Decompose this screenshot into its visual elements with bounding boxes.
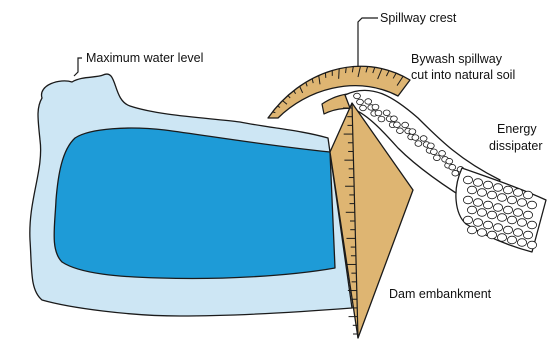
pebble xyxy=(503,186,512,194)
pebble xyxy=(477,209,486,217)
pebble xyxy=(397,128,404,134)
pebble xyxy=(427,143,434,149)
pebble xyxy=(446,158,453,164)
label-max-water-level: Maximum water level xyxy=(86,51,203,65)
pebble xyxy=(354,93,361,99)
pebble xyxy=(463,216,472,224)
spillway-crest-leader xyxy=(358,18,378,66)
pebble xyxy=(473,219,482,227)
label-bywash-line1: Bywash spillway xyxy=(411,52,503,66)
pebble xyxy=(412,135,419,141)
pebble xyxy=(372,104,379,110)
pebble xyxy=(365,99,372,105)
pebble xyxy=(507,196,516,204)
pebble xyxy=(493,204,502,212)
pebble xyxy=(517,219,526,227)
pebble xyxy=(513,189,522,197)
pebble xyxy=(360,105,367,111)
pebble xyxy=(483,221,492,229)
pebble xyxy=(463,196,472,204)
pebble xyxy=(513,209,522,217)
pebble xyxy=(430,149,437,155)
pebble xyxy=(467,186,476,194)
pebble xyxy=(487,231,496,239)
reservoir-water xyxy=(54,128,335,278)
pebble xyxy=(449,164,456,170)
pebble xyxy=(503,206,512,214)
pebble xyxy=(477,189,486,197)
pebble xyxy=(507,236,516,244)
pebble xyxy=(527,241,536,249)
crest-tick xyxy=(339,69,340,79)
pebble xyxy=(467,206,476,214)
label-energy-line2: dissipater xyxy=(489,139,543,153)
pebble xyxy=(523,211,532,219)
pebble xyxy=(517,239,526,247)
pebble xyxy=(420,136,427,142)
pebble xyxy=(497,214,506,222)
pebble xyxy=(493,184,502,192)
pebble xyxy=(415,141,422,147)
pebble xyxy=(378,116,385,122)
pebble xyxy=(523,231,532,239)
pebble xyxy=(357,99,364,105)
pebble xyxy=(497,194,506,202)
pebble xyxy=(503,226,512,234)
label-dam-embankment: Dam embankment xyxy=(389,287,492,301)
pebble xyxy=(409,129,416,135)
pebble xyxy=(487,191,496,199)
pebble xyxy=(433,155,440,161)
pebble xyxy=(497,234,506,242)
pebble xyxy=(467,226,476,234)
pebble xyxy=(473,199,482,207)
crest-tick xyxy=(346,67,347,73)
pebble xyxy=(527,201,536,209)
pebble xyxy=(517,199,526,207)
max-water-leader xyxy=(74,58,82,76)
pebble xyxy=(493,224,502,232)
pebble xyxy=(391,116,398,122)
pebble xyxy=(473,179,482,187)
pebble xyxy=(487,211,496,219)
pebble xyxy=(439,151,446,157)
pebble xyxy=(394,122,401,128)
crest-tick xyxy=(273,112,276,113)
pebble xyxy=(523,191,532,199)
pebble xyxy=(375,110,382,116)
label-energy-line1: Energy xyxy=(497,122,537,136)
pebble xyxy=(513,229,522,237)
label-bywash-line2: cut into natural soil xyxy=(411,68,515,82)
pebble xyxy=(383,110,390,116)
pebble xyxy=(402,122,409,128)
pebble xyxy=(483,201,492,209)
pebble xyxy=(507,216,516,224)
pebble xyxy=(463,176,472,184)
label-spillway-crest: Spillway crest xyxy=(380,11,457,25)
pebble xyxy=(483,181,492,189)
pebble xyxy=(477,229,486,237)
pebble xyxy=(527,221,536,229)
